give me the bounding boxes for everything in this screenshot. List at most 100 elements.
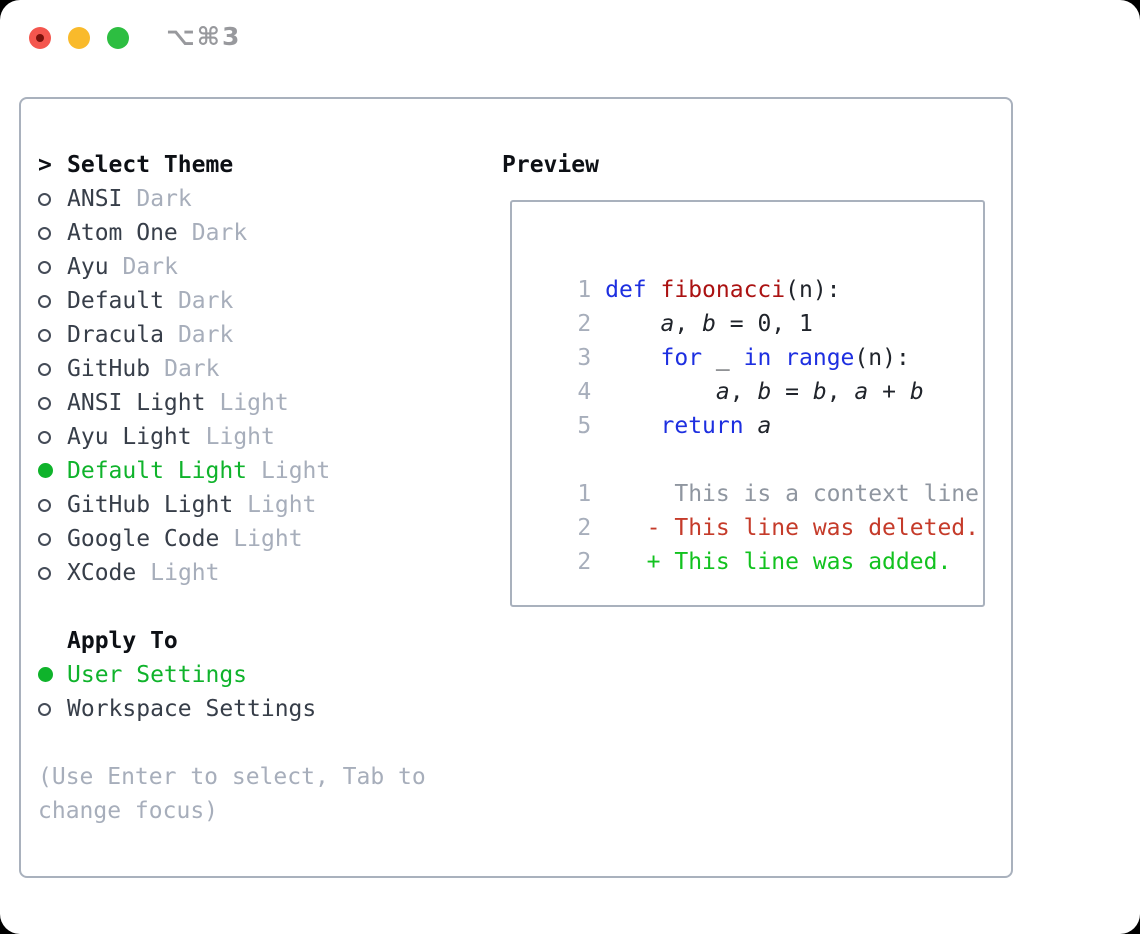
close-button[interactable]	[29, 27, 51, 49]
preview-line: 2 - This line was deleted.	[522, 489, 979, 541]
radio-icon	[38, 397, 51, 410]
option-label: Ayu	[67, 254, 109, 280]
theme-option[interactable]: Ayu Light Light	[38, 420, 488, 454]
preview-line: 3 for _ in range(n):	[522, 319, 977, 371]
select-theme-title: Select Theme	[67, 152, 234, 178]
line-number: 2	[577, 515, 592, 541]
minimize-button[interactable]	[68, 27, 90, 49]
select-theme-header: > Select Theme	[38, 148, 488, 182]
option-label: XCode	[67, 560, 137, 586]
line-number: 1	[577, 481, 592, 507]
option-label: Atom One	[67, 220, 178, 246]
radio-icon	[38, 363, 51, 376]
option-label: GitHub	[67, 356, 151, 382]
prompt-marker-icon: >	[38, 152, 52, 178]
line-tokens: + This line was added.	[605, 549, 952, 575]
titlebar: ⌥⌘3	[0, 0, 1140, 76]
option-label: GitHub Light	[67, 492, 234, 518]
radio-icon	[38, 703, 51, 716]
radio-icon	[38, 431, 51, 444]
option-label: ANSI Light	[67, 390, 206, 416]
radio-icon	[38, 227, 51, 240]
preview-title: Preview	[502, 152, 599, 178]
line-number: 2	[577, 549, 592, 575]
apply-to-option[interactable]: User Settings	[38, 658, 488, 692]
line-number: 5	[577, 413, 592, 439]
preview-header-row: Preview	[502, 148, 992, 182]
radio-icon	[38, 533, 51, 546]
theme-option[interactable]: Default Light Light	[38, 454, 488, 488]
preview-line: 2 + This line was added.	[522, 523, 977, 575]
radio-icon	[38, 295, 51, 308]
theme-option[interactable]: Dracula Dark	[38, 318, 488, 352]
option-tag: Light	[261, 458, 331, 484]
theme-picker-panel: > Select Theme ANSI Dark Atom One Dark A…	[19, 97, 1013, 878]
preview-box: 1 def fibonacci(n): 2 a, b = 0, 1 3 for _…	[510, 200, 985, 607]
apply-to-option[interactable]: Workspace Settings	[38, 692, 488, 726]
keyboard-hint-text: (Use Enter to select, Tab to change focu…	[38, 764, 426, 824]
option-tag: Dark	[177, 322, 234, 348]
line-tokens: This is a context line.	[605, 481, 985, 507]
option-tag: Dark	[177, 288, 234, 314]
option-tag: Light	[150, 560, 220, 586]
radio-icon	[38, 567, 51, 580]
apply-to-section: Apply To User Settings Workspace Setting…	[38, 624, 488, 726]
option-label: User Settings	[67, 662, 248, 688]
line-tokens: - This line was deleted.	[605, 515, 979, 541]
preview-column: Preview 1 def fibonacci(n): 2 a, b = 0, 1…	[502, 148, 992, 607]
option-label: Workspace Settings	[67, 696, 317, 722]
option-tag: Dark	[191, 220, 248, 246]
apply-to-list: User Settings Workspace Settings	[38, 658, 488, 726]
option-tag: Light	[205, 424, 275, 450]
line-tokens: a, b = b, a + b	[715, 379, 924, 405]
theme-option[interactable]: GitHub Dark	[38, 352, 488, 386]
option-label: Google Code	[67, 526, 220, 552]
theme-option[interactable]: GitHub Light Light	[38, 488, 488, 522]
line-tokens: a, b = 0, 1	[660, 311, 813, 337]
option-tag: Dark	[122, 254, 178, 280]
theme-column: > Select Theme ANSI Dark Atom One Dark A…	[38, 148, 488, 828]
preview-line: 2 a, b = 0, 1	[522, 285, 977, 337]
window-shortcut-label: ⌥⌘3	[166, 22, 242, 51]
theme-option[interactable]: Ayu Dark	[38, 250, 488, 284]
option-tag: Dark	[136, 186, 192, 212]
radio-icon	[38, 261, 51, 274]
option-tag: Light	[247, 492, 317, 518]
preview-line: 1 def fibonacci(n):	[522, 251, 977, 303]
code-preview: 1 def fibonacci(n): 2 a, b = 0, 1 3 for _…	[522, 251, 977, 439]
line-number: 3	[577, 345, 592, 371]
option-label: ANSI	[67, 186, 123, 212]
diff-preview: 1 This is a context line. 2 - This line …	[522, 455, 983, 575]
option-tag: Light	[233, 526, 303, 552]
option-label: Dracula	[67, 322, 164, 348]
radio-icon	[38, 667, 53, 682]
preview-line: 5 return a	[522, 387, 977, 439]
option-tag: Dark	[164, 356, 220, 382]
radio-icon	[38, 499, 51, 512]
line-tokens: return a	[660, 413, 772, 439]
theme-option[interactable]: Atom One Dark	[38, 216, 488, 250]
unsaved-changes-dot-icon	[36, 34, 44, 42]
theme-option[interactable]: ANSI Dark	[38, 182, 488, 216]
line-tokens: for _ in range(n):	[660, 345, 910, 371]
option-label: Default	[67, 288, 164, 314]
line-number: 4	[577, 379, 592, 405]
zoom-button[interactable]	[107, 27, 129, 49]
option-tag: Light	[219, 390, 289, 416]
radio-icon	[38, 463, 53, 478]
preview-line: 1 This is a context line.	[522, 455, 983, 507]
theme-option[interactable]: Google Code Light	[38, 522, 488, 556]
line-number: 2	[577, 311, 592, 337]
theme-list: ANSI Dark Atom One Dark Ayu Dark Default…	[38, 182, 488, 590]
option-label: Default Light	[67, 458, 248, 484]
theme-option[interactable]: Default Dark	[38, 284, 488, 318]
option-label: Ayu Light	[67, 424, 192, 450]
radio-icon	[38, 193, 51, 206]
theme-option[interactable]: ANSI Light Light	[38, 386, 488, 420]
apply-to-header-row: Apply To	[38, 624, 488, 658]
line-tokens: def fibonacci(n):	[605, 277, 841, 303]
theme-option[interactable]: XCode Light	[38, 556, 488, 590]
line-number: 1	[577, 277, 592, 303]
preview-line: 4 a, b = b, a + b	[522, 353, 977, 405]
